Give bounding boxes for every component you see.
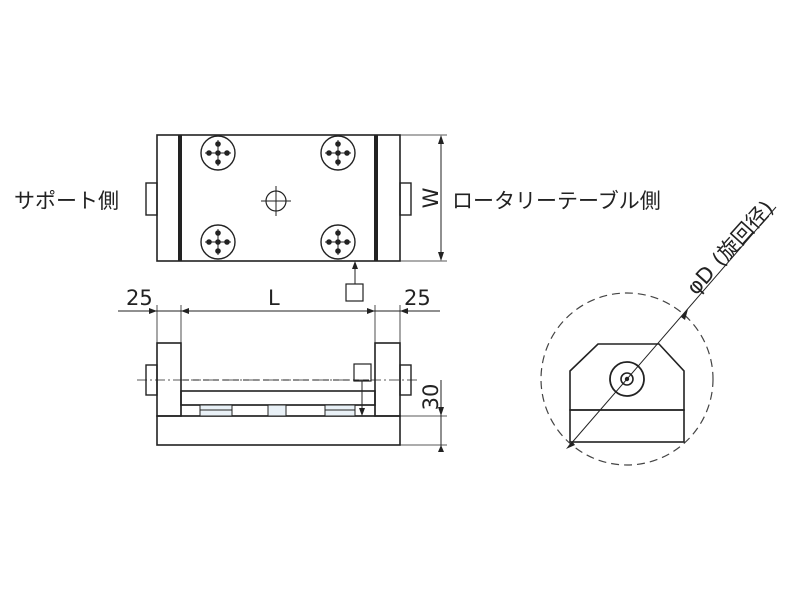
length-label: L xyxy=(268,286,280,310)
mounting-hole-top-left xyxy=(200,135,236,171)
side-view-upper-block xyxy=(569,343,685,411)
height-label: 30 xyxy=(419,384,443,411)
front-view-table xyxy=(180,390,376,406)
height-dimension: 30 xyxy=(400,380,447,452)
front-view-left-upright xyxy=(156,342,182,417)
left-dim-label: 25 xyxy=(126,286,153,310)
center-hole xyxy=(261,186,291,216)
support-side-stub xyxy=(145,182,158,216)
top-view: W サポート側 ロータリーテーブル側 xyxy=(14,134,661,302)
front-view-right-upright xyxy=(374,342,401,417)
width-label: W xyxy=(419,187,443,208)
top-view-reference-tag xyxy=(345,261,364,302)
top-view-right-end-bar xyxy=(374,135,378,261)
swing-circle xyxy=(540,292,714,466)
top-view-left-end-bar xyxy=(178,135,182,261)
lower-rail-details xyxy=(199,404,356,417)
side-view-base xyxy=(569,409,685,443)
front-view-base xyxy=(156,415,401,446)
rotary-side-stub xyxy=(399,182,412,216)
front-view: 25 L 25 30 xyxy=(118,286,447,452)
support-side-label: サポート側 xyxy=(14,189,119,213)
top-view-body xyxy=(156,134,401,262)
diameter-label: φD xyxy=(682,261,720,299)
front-view-reference-tag xyxy=(353,363,372,416)
width-dimension: W xyxy=(400,134,447,262)
rotary-side-label: ロータリーテーブル側 xyxy=(452,189,661,213)
side-view: φD (旋回径) xyxy=(540,196,778,466)
mounting-hole-bottom-left xyxy=(200,224,236,260)
diameter-note: (旋回径) xyxy=(707,196,778,271)
right-dim-label: 25 xyxy=(404,286,431,310)
mounting-hole-top-right xyxy=(320,135,356,171)
diameter-leader xyxy=(568,206,777,447)
mounting-hole-bottom-right xyxy=(320,224,356,260)
length-dimensions: 25 L 25 xyxy=(118,286,440,391)
